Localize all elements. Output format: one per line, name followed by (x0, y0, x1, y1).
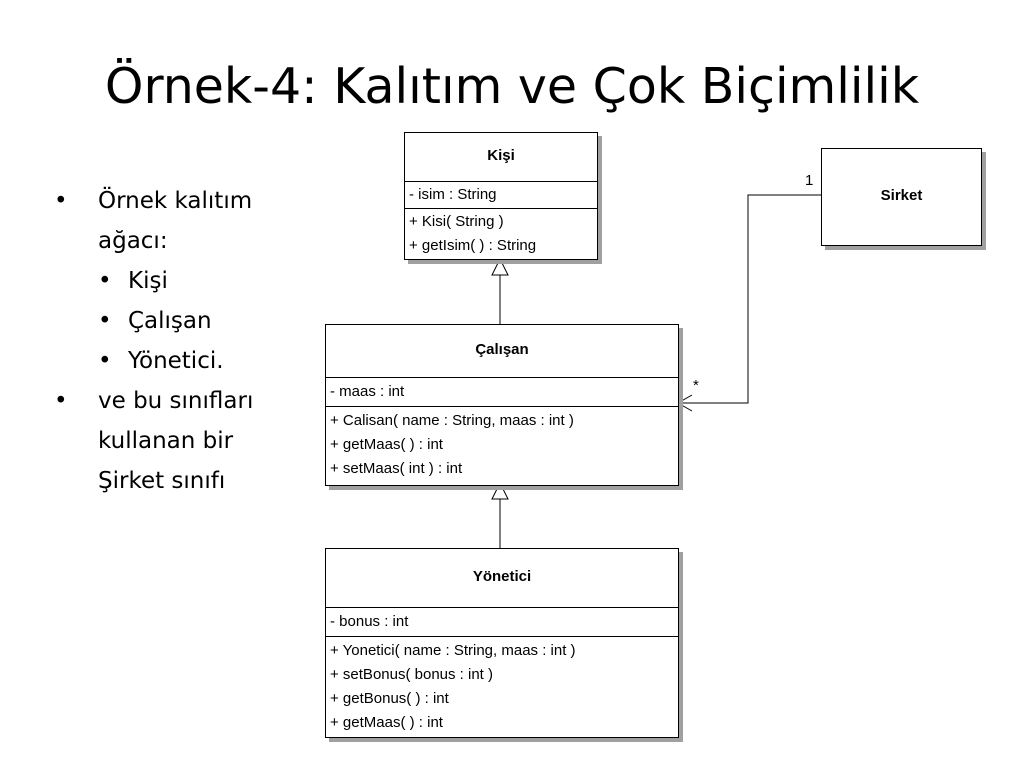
association-line (678, 194, 821, 404)
sub-bullet-text: Kişi (128, 268, 168, 294)
operation: + Calisan( name : String, maas : int ) (330, 412, 574, 429)
operation: + setMaas( int ) : int (330, 460, 463, 477)
class-attributes: - bonus : int (326, 608, 678, 637)
sub-bullet-text: Yönetici. (128, 348, 224, 374)
bullet-dot: • (98, 268, 112, 294)
inheritance-arrowhead (491, 481, 509, 500)
sub-bullet-item: • Kişi (98, 261, 298, 301)
bullet-dot: • (54, 188, 68, 214)
bullet-dot: • (98, 348, 112, 374)
operation: + Yonetici( name : String, maas : int ) (330, 642, 576, 659)
class-operations: + Calisan( name : String, maas : int ) +… (326, 407, 678, 485)
class-kisi: Kişi - isim : String + Kisi( String ) + … (404, 132, 598, 260)
operation: + setBonus( bonus : int ) (330, 666, 494, 683)
bullet-dot: • (54, 388, 68, 414)
bullet-text: ve bu sınıfları kullanan bir Şirket sını… (98, 388, 254, 494)
bullet-item: • Örnek kalıtım ağacı: (48, 181, 298, 261)
operation: + getMaas( ) : int (330, 714, 443, 731)
sub-bullet-list: • Kişi • Çalışan • Yönetici. (48, 261, 298, 381)
class-sirket: Sirket (821, 148, 982, 246)
attribute: - maas : int (330, 383, 405, 400)
class-attributes: - maas : int (326, 378, 678, 407)
attribute: - bonus : int (330, 613, 409, 630)
multiplicity-many: * (693, 377, 699, 394)
operation: + getMaas( ) : int (330, 436, 443, 453)
bullet-dot: • (98, 308, 112, 334)
sub-bullet-item: • Çalışan (98, 301, 298, 341)
class-name: Çalışan (326, 325, 678, 378)
class-name: Sirket (880, 187, 923, 204)
bullet-item: • ve bu sınıfları kullanan bir Şirket sı… (48, 381, 298, 501)
slide-title: Örnek-4: Kalıtım ve Çok Biçimlilik (104, 58, 920, 115)
class-name: Yönetici (326, 549, 678, 608)
attribute: - isim : String (409, 186, 497, 203)
multiplicity-one: 1 (805, 172, 813, 189)
class-name: Kişi (405, 133, 597, 182)
sub-bullet-item: • Yönetici. (98, 341, 298, 381)
class-operations: + Kisi( String ) + getIsim( ) : String (405, 209, 597, 259)
sub-bullet-text: Çalışan (128, 308, 212, 334)
operation: + getIsim( ) : String (409, 237, 537, 254)
bullet-text: Örnek kalıtım ağacı: (98, 188, 253, 254)
class-yonetici: Yönetici - bonus : int + Yonetici( name … (325, 548, 679, 738)
class-attributes: - isim : String (405, 182, 597, 209)
bullet-list: • Örnek kalıtım ağacı: • Kişi • Çalışan … (48, 181, 298, 501)
operation: + getBonus( ) : int (330, 690, 449, 707)
class-calisan: Çalışan - maas : int + Calisan( name : S… (325, 324, 679, 486)
inheritance-arrowhead (491, 257, 509, 276)
class-operations: + Yonetici( name : String, maas : int ) … (326, 637, 678, 737)
operation: + Kisi( String ) (409, 213, 504, 230)
